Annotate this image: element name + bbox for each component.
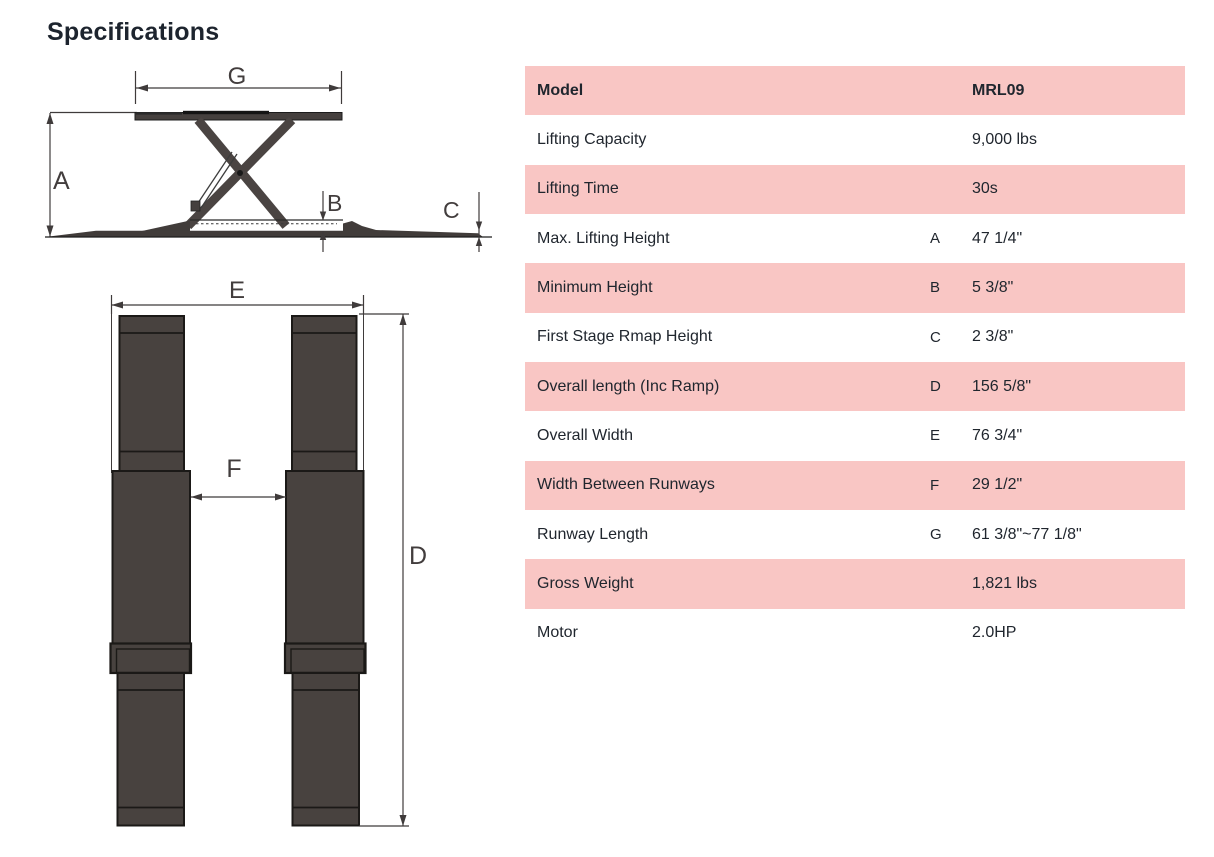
runway-right <box>283 315 367 827</box>
table-row-overall-width: Overall Width E 76 3/4" <box>525 411 1185 461</box>
spec-label: Model <box>537 81 584 99</box>
table-row-first-stage-ramp-height: First Stage Rmap Height C 2 3/8" <box>525 312 1185 362</box>
arrow-right-icon <box>352 301 364 309</box>
dimension-e <box>110 295 365 473</box>
spec-label: Max. Lifting Height <box>537 229 670 247</box>
table-row-max-lifting-height: Max. Lifting Height A 47 1/4" <box>525 213 1185 264</box>
specifications-table: Model MRL09 Lifting Capacity 9,000 lbs L… <box>525 66 1185 658</box>
spec-value: 9,000 lbs <box>972 130 1037 148</box>
dim-label-b: B <box>327 190 342 216</box>
spec-value: 1,821 lbs <box>972 574 1037 592</box>
dimension-a <box>46 111 137 237</box>
spec-label: Minimum Height <box>537 278 653 296</box>
spec-value: 29 1/2" <box>972 476 1023 494</box>
spec-value: 2.0HP <box>972 624 1017 642</box>
spec-value: 47 1/4" <box>972 229 1023 247</box>
lift-platform <box>134 110 343 121</box>
spec-label: Gross Weight <box>537 574 634 592</box>
table-row-motor: Motor 2.0HP <box>525 608 1185 658</box>
lift-dimension-diagram: G A <box>45 63 492 827</box>
arrow-right-icon <box>275 493 286 501</box>
runway-left-tail <box>116 672 185 827</box>
runway-right-collar <box>283 642 367 675</box>
spec-label: Motor <box>537 624 578 642</box>
table-row-overall-length: Overall length (Inc Ramp) D 156 5/8" <box>525 361 1185 412</box>
spec-value: 5 3/8" <box>972 278 1014 296</box>
table-row-lifting-capacity: Lifting Capacity 9,000 lbs <box>525 115 1185 165</box>
runway-right-ramp <box>291 315 358 472</box>
table-row-gross-weight: Gross Weight 1,821 lbs <box>525 559 1185 609</box>
spec-letter: C <box>930 328 941 346</box>
spec-letter: G <box>930 526 942 544</box>
dimension-c <box>475 192 483 252</box>
runway-left <box>109 315 193 827</box>
spec-label: Runway Length <box>537 525 649 543</box>
arrow-left-icon <box>136 84 148 92</box>
spec-letter: D <box>930 378 941 396</box>
arrow-up-icon <box>46 113 54 124</box>
table-row-minimum-height: Minimum Height B 5 3/8" <box>525 263 1185 313</box>
spec-value: 76 3/4" <box>972 426 1023 444</box>
arrow-up-icon <box>399 314 407 325</box>
scissor-lift-top-view: E <box>109 277 427 827</box>
dimension-d <box>359 313 409 827</box>
scissor-arms <box>184 116 296 230</box>
dimension-g <box>134 71 343 104</box>
spec-label: Width Between Runways <box>537 476 715 494</box>
spec-letter: A <box>930 230 941 248</box>
hydraulic-cylinder <box>190 151 238 212</box>
page-title: Specifications <box>47 18 220 46</box>
pivot-icon <box>237 170 243 176</box>
dimension-b <box>319 191 327 252</box>
runway-left-collar <box>109 642 193 675</box>
runway-right-tail <box>291 672 360 827</box>
arrow-down-icon <box>46 225 54 237</box>
arrow-down-icon <box>475 221 483 231</box>
table-row-runway-length: Runway Length G 61 3/8"~77 1/8" <box>525 509 1185 560</box>
dimension-f <box>191 493 286 501</box>
arrow-down-icon <box>319 211 327 221</box>
arrow-left-icon <box>191 493 202 501</box>
arrow-up-icon <box>319 231 327 240</box>
dim-label-a: A <box>53 167 70 195</box>
dim-label-e: E <box>229 277 245 304</box>
scissor-lift-side-view: G A <box>45 63 492 252</box>
dim-label-g: G <box>228 63 247 90</box>
dim-label-f: F <box>226 455 241 483</box>
runway-left-ramp <box>118 315 185 472</box>
arrow-down-icon <box>399 815 407 826</box>
spec-label: Lifting Capacity <box>537 130 647 148</box>
lift-base <box>45 219 492 238</box>
spec-value: 2 3/8" <box>972 328 1014 346</box>
runway-left-deck <box>111 470 191 645</box>
spec-value: 61 3/8"~77 1/8" <box>972 525 1082 543</box>
arrow-up-icon <box>475 237 483 246</box>
table-row-width-between-runways: Width Between Runways F 29 1/2" <box>525 460 1185 510</box>
dim-label-c: C <box>443 197 460 223</box>
spec-value: 30s <box>972 180 998 198</box>
spec-label: Lifting Time <box>537 180 619 198</box>
approach-ramp <box>343 221 483 237</box>
arrow-left-icon <box>111 301 123 309</box>
table-row-lifting-time: Lifting Time 30s <box>525 164 1185 214</box>
spec-value: MRL09 <box>972 81 1025 99</box>
spec-letter: F <box>930 476 940 494</box>
spec-label: Overall Width <box>537 426 634 444</box>
spec-letter: E <box>930 427 941 445</box>
spec-label: Overall length (Inc Ramp) <box>537 377 720 395</box>
table-row-model: Model MRL09 <box>525 66 1185 116</box>
arrow-right-icon <box>329 84 341 92</box>
runway-right-deck <box>285 470 365 645</box>
spec-value: 156 5/8" <box>972 377 1032 395</box>
dim-label-d: D <box>409 542 427 570</box>
spec-label: First Stage Rmap Height <box>537 328 713 346</box>
spec-letter: B <box>930 279 941 297</box>
